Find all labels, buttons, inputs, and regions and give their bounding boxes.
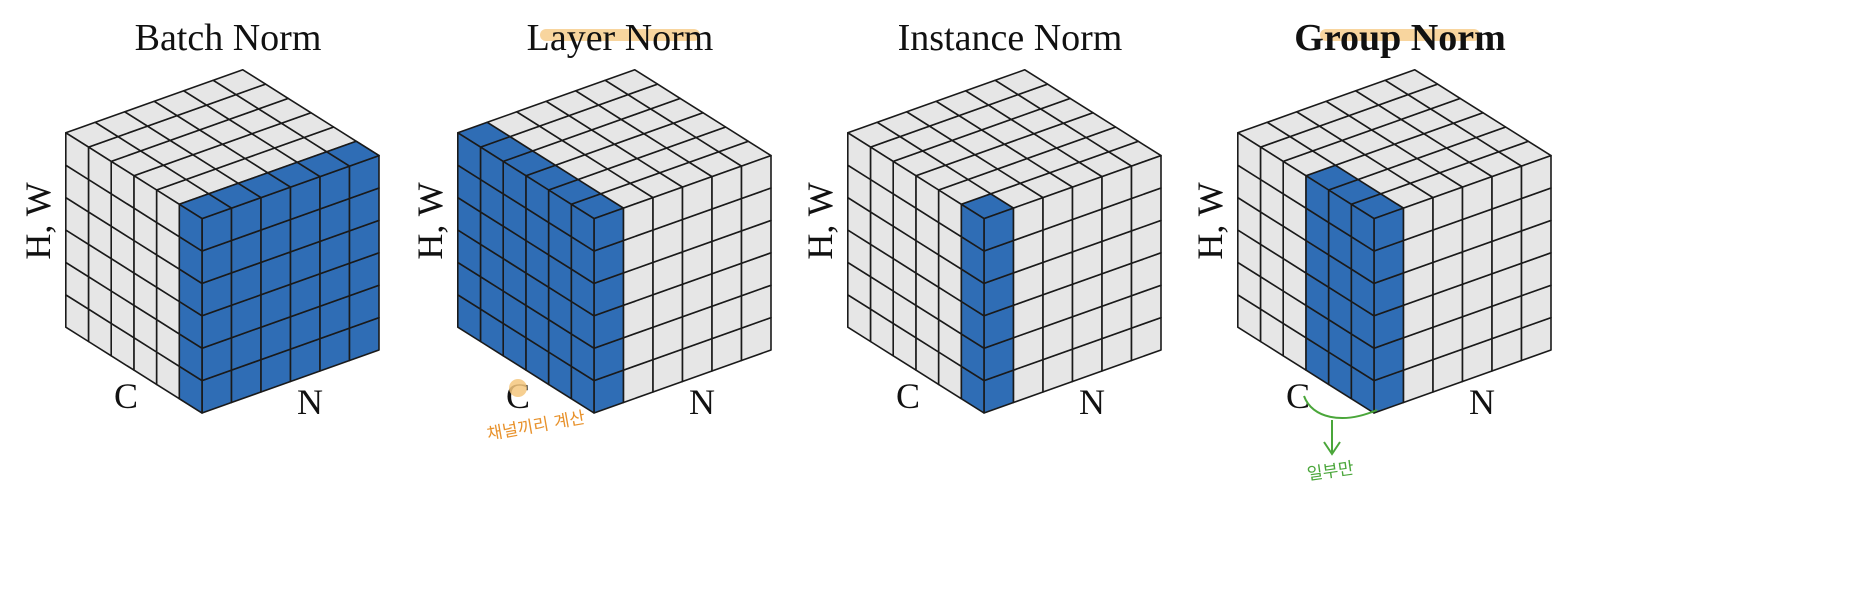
axis-label-n: N <box>297 382 323 422</box>
top-cell <box>604 69 659 96</box>
top-cell <box>1384 69 1439 96</box>
panel-instance: Instance Norm H, W C N <box>800 17 1162 422</box>
axis-label-n: N <box>689 382 715 422</box>
panel-title: Layer Norm <box>527 17 714 59</box>
axis-label-c: C <box>114 376 138 416</box>
side-cell <box>456 132 482 181</box>
bracket-stroke <box>1303 395 1378 419</box>
cube <box>65 69 380 414</box>
panel-batch: Batch Norm H, W C N <box>18 17 380 422</box>
top-cell <box>212 69 267 96</box>
panel-title: Batch Norm <box>135 17 322 59</box>
axis-label-c: C <box>1286 376 1310 416</box>
arrow-down-icon <box>1323 420 1341 456</box>
handwritten-annotation: 일부만 <box>1303 395 1378 485</box>
panel-title: Group Norm <box>1294 17 1505 59</box>
top-cell <box>994 69 1049 96</box>
panel-group: Group Norm H, W C N 일부만 <box>1190 17 1552 485</box>
cube <box>846 69 1162 414</box>
axis-label-n: N <box>1469 382 1495 422</box>
side-highlight-cell <box>178 203 203 252</box>
axis-label-hw: H, W <box>1190 182 1230 259</box>
front-cell <box>1130 154 1162 200</box>
axis-label-hw: H, W <box>800 182 840 259</box>
side-cell <box>1237 132 1262 181</box>
axis-label-hw: H, W <box>410 182 450 259</box>
annotation-text: 채널끼리 계산 <box>485 408 587 445</box>
title-highlighter-mark <box>1320 29 1480 41</box>
title-highlighter-mark <box>540 29 700 41</box>
annotation-text: 일부만 <box>1306 459 1356 485</box>
axis-label-c: C <box>896 376 920 416</box>
top-highlight-cell <box>325 140 380 167</box>
side-cell <box>65 132 90 181</box>
front-cell <box>740 154 772 200</box>
panel-title: Instance Norm <box>898 17 1123 59</box>
axis-label-hw: H, W <box>18 182 58 259</box>
axis-label-n: N <box>1079 382 1105 422</box>
highlight-dot <box>509 379 527 397</box>
front-cell <box>1520 154 1552 200</box>
side-cell <box>846 132 872 181</box>
cube <box>1237 69 1552 414</box>
cube <box>456 69 772 414</box>
